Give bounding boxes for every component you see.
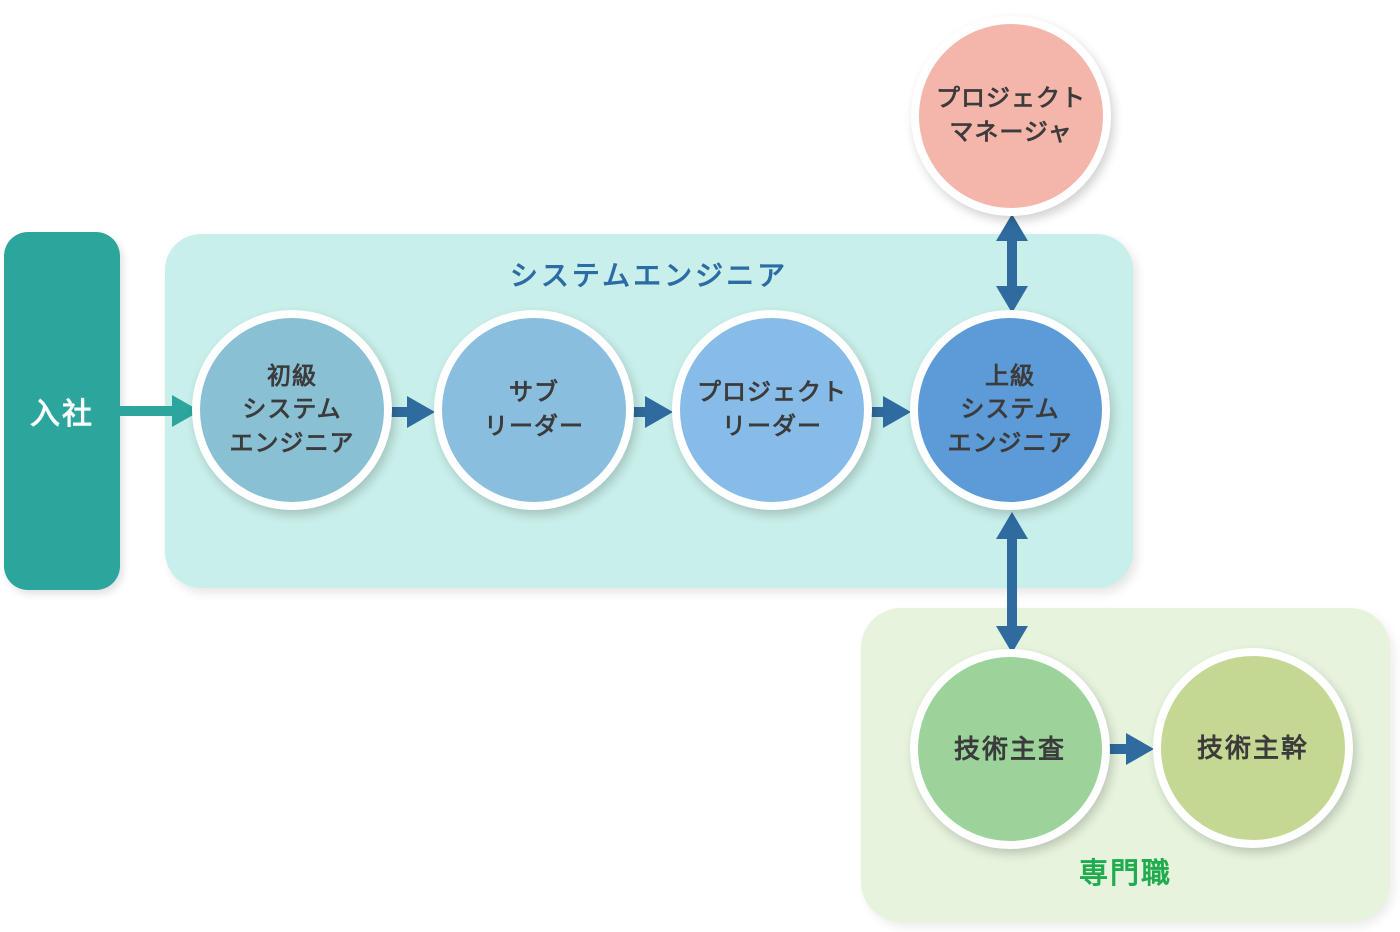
entry-label: 入社 (30, 398, 94, 431)
node-label: 上級 システム エンジニア (947, 362, 1073, 457)
arrow-head-icon (883, 396, 911, 428)
node-project-manager: プロジェクト マネージャ (911, 16, 1111, 216)
arrow-head-icon (645, 396, 673, 428)
arrow-head-up-icon (996, 214, 1028, 241)
node-tech-director: 技術主幹 (1153, 648, 1353, 848)
node-label: 初級 システム エンジニア (229, 362, 355, 457)
node-label: サブ リーダー (484, 379, 584, 440)
arrow-shaft (1007, 534, 1017, 631)
arrow-shaft (120, 406, 176, 416)
arrow-head-down-icon (996, 626, 1028, 653)
arrow-techchief-to-techdirector (1092, 733, 1154, 765)
node-label: 技術主査 (953, 733, 1066, 764)
specialist-group-title: 専門職 (1078, 858, 1172, 890)
arrow-head-up-icon (996, 512, 1028, 539)
node-junior-system-engineer: 初級 システム エンジニア (192, 310, 392, 510)
arrow-shaft (1007, 236, 1017, 291)
node-label: プロジェクト リーダー (697, 379, 847, 440)
arrow-head-icon (407, 396, 435, 428)
entry-box: 入社 (4, 232, 120, 590)
node-sub-leader: サブ リーダー (434, 310, 634, 510)
node-label: プロジェクト マネージャ (936, 85, 1086, 146)
arrow-senior-to-manager-bidirectional (996, 214, 1028, 313)
arrow-senior-to-specialist-bidirectional (996, 512, 1028, 653)
node-tech-chief: 技術主査 (910, 649, 1110, 849)
node-senior-system-engineer: 上級 システム エンジニア (910, 310, 1110, 510)
arrow-entry-to-junior (120, 395, 200, 427)
node-label: 技術主幹 (1196, 732, 1309, 763)
arrow-head-down-icon (996, 286, 1028, 313)
node-project-leader: プロジェクト リーダー (672, 310, 872, 510)
arrow-shaft (1092, 744, 1130, 754)
se-group-title: システムエンジニア (509, 260, 789, 291)
arrow-head-icon (1126, 733, 1154, 765)
